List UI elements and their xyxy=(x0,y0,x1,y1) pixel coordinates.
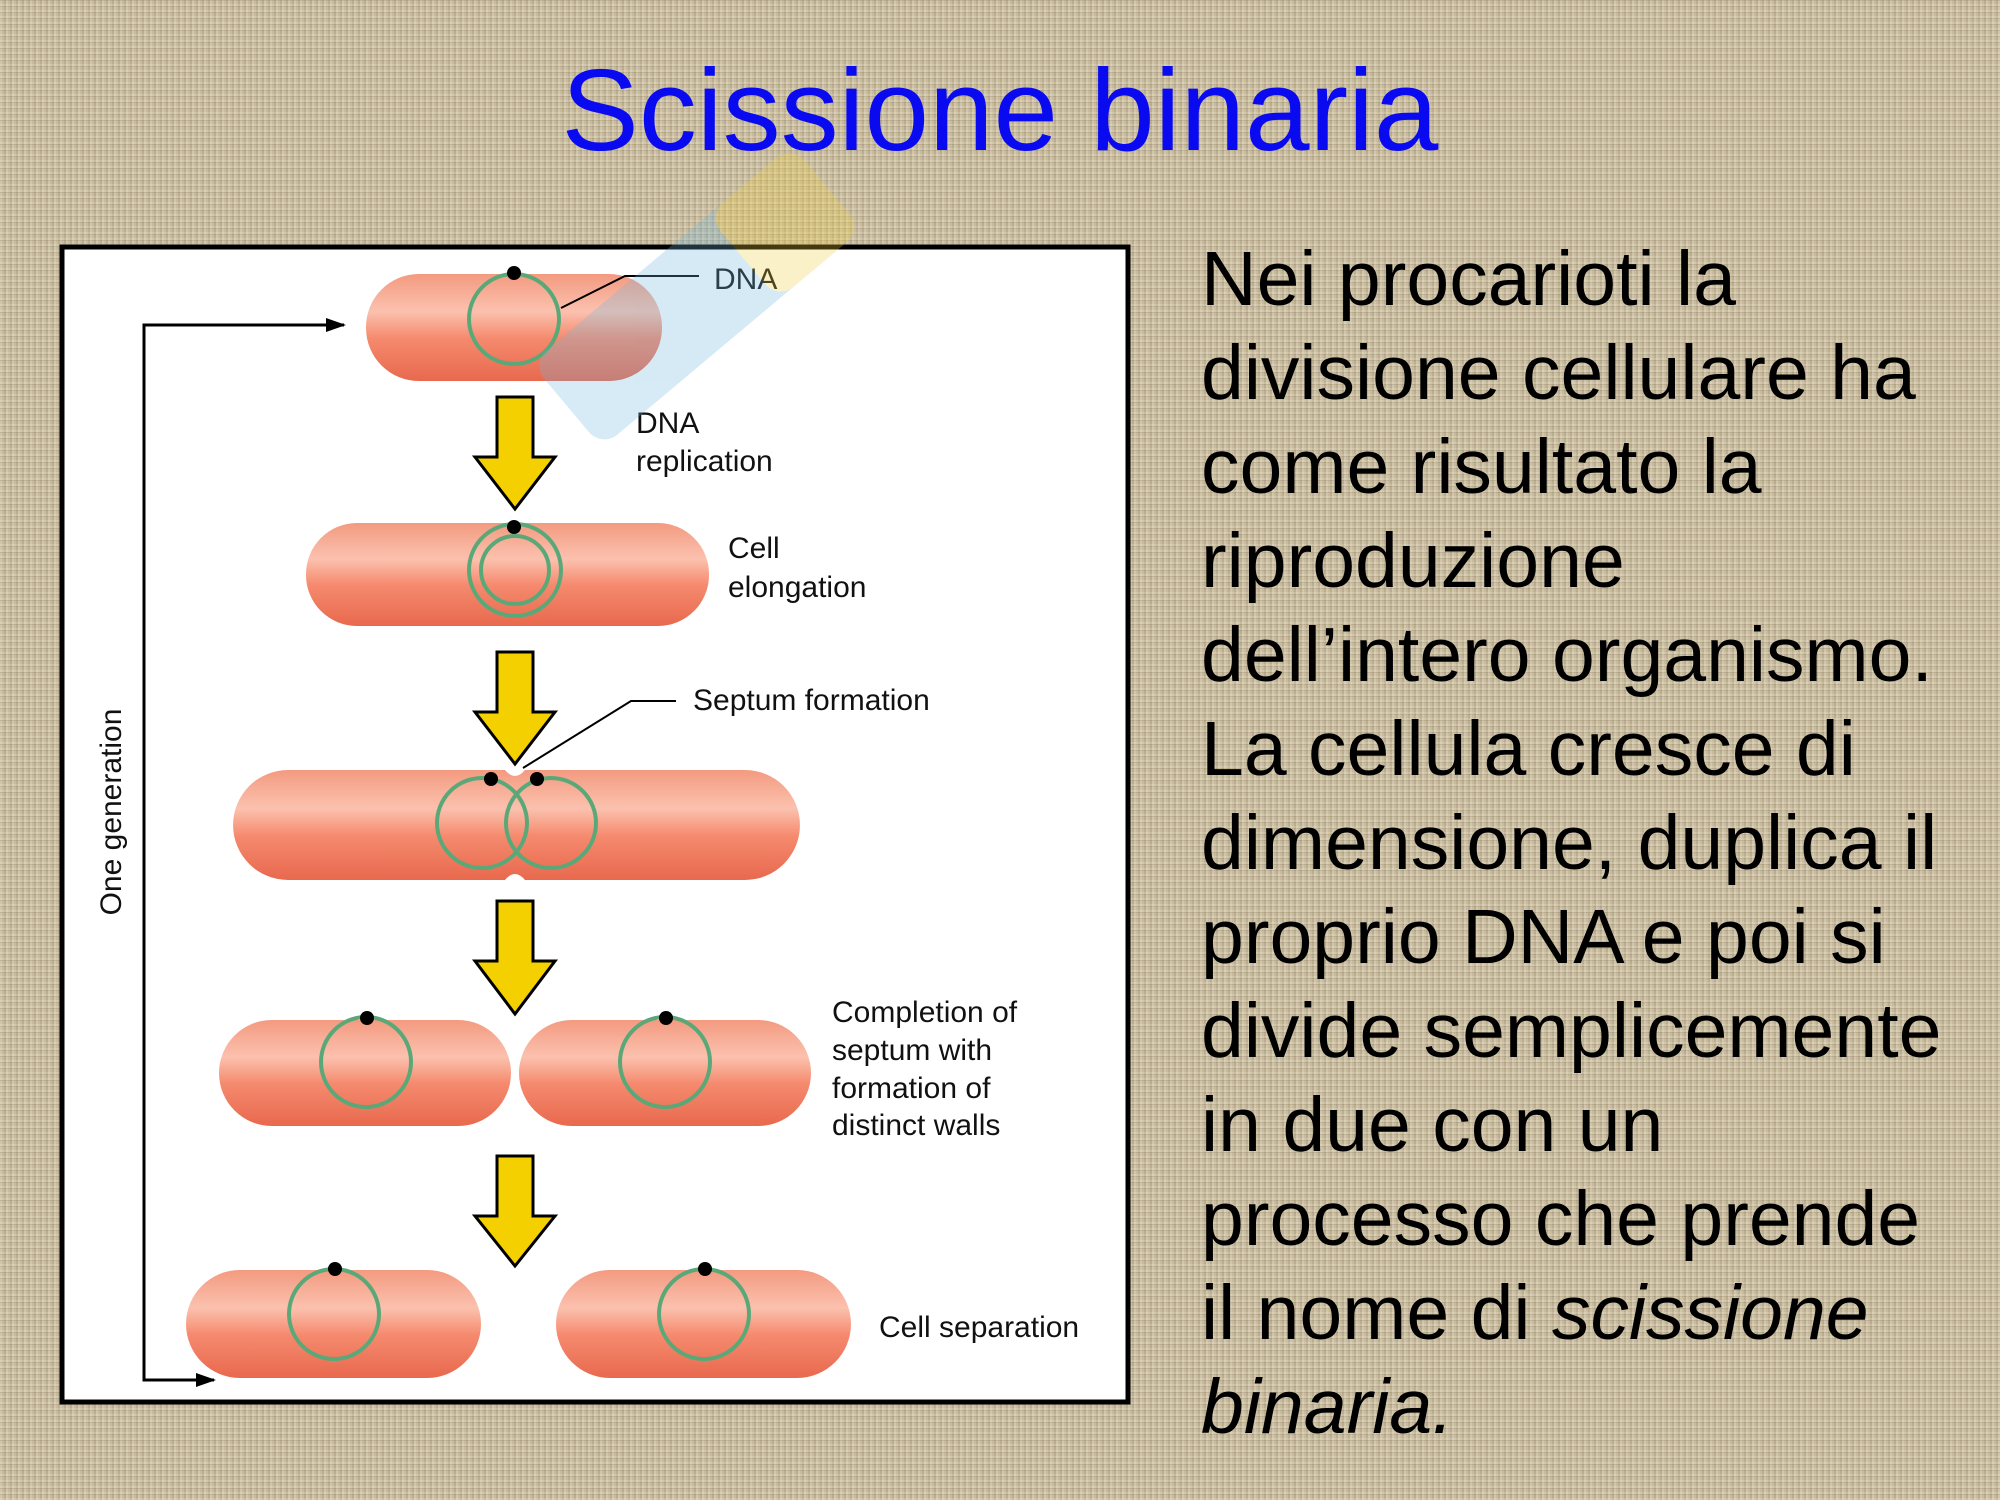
body-line: in due con un xyxy=(1201,1082,1664,1168)
completion-label-4: distinct walls xyxy=(832,1109,1000,1142)
septum-formation-label: Septum formation xyxy=(693,684,930,717)
completion-label-2: septum with xyxy=(832,1034,992,1067)
completion-label-3: formation of xyxy=(832,1072,991,1105)
cell-stage-5 xyxy=(186,1262,851,1378)
cell-stage-2 xyxy=(306,520,709,626)
dna-leader-line xyxy=(560,275,699,309)
yellow-arrow-icon xyxy=(471,650,559,767)
body-text-italic: scissione xyxy=(1551,1270,1869,1356)
yellow-arrow-icon xyxy=(471,395,559,512)
cell-stage-3 xyxy=(233,770,800,880)
body-line: il nome di scissione xyxy=(1201,1266,1991,1360)
generation-loop-arrow xyxy=(142,323,344,1382)
body-line: La cellula cresce di xyxy=(1201,706,1856,792)
dna-label: DNA xyxy=(714,263,777,296)
body-line: divisione cellulare ha xyxy=(1201,330,1916,416)
completion-label-1: Completion of xyxy=(832,996,1018,1029)
dna-replication-label-1: DNA xyxy=(636,407,699,440)
septum-leader-line xyxy=(522,700,676,769)
body-line: come risultato la xyxy=(1201,424,1762,510)
dna-replication-label-2: replication xyxy=(636,445,773,478)
body-text-plain: il nome di xyxy=(1201,1270,1552,1356)
one-generation-label: One generation xyxy=(95,709,128,916)
yellow-arrow-icon xyxy=(471,1154,559,1269)
yellow-arrow-icon xyxy=(471,899,559,1017)
body-line: processo che prende xyxy=(1201,1176,1921,1262)
cell-stage-4 xyxy=(219,1011,811,1126)
loop-arrowhead-bottom xyxy=(196,1373,216,1387)
body-line: divide semplicemente xyxy=(1201,988,1942,1074)
slide-title-text: Scissione binaria xyxy=(561,45,1439,175)
slide-title: Scissione binaria xyxy=(0,52,2000,168)
body-line: proprio DNA e poi si xyxy=(1201,894,1886,980)
cell-stage-1 xyxy=(366,266,662,381)
body-line: Nei procarioti la xyxy=(1201,236,1736,322)
body-line: dell’intero organismo. xyxy=(1201,612,1933,698)
body-line: riproduzione xyxy=(1201,518,1625,604)
cell-elongation-label-2: elongation xyxy=(728,571,866,604)
cell-separation-label: Cell separation xyxy=(879,1311,1079,1344)
cell-elongation-label-1: Cell xyxy=(728,532,780,565)
body-text-italic: binaria. xyxy=(1201,1364,1454,1450)
body-line: dimensione, duplica il xyxy=(1201,800,1938,886)
body-line: binaria. xyxy=(1201,1360,1991,1454)
slide-body-text: Nei procarioti la divisione cellulare ha… xyxy=(1201,232,1991,1454)
loop-arrowhead-top xyxy=(326,318,346,332)
